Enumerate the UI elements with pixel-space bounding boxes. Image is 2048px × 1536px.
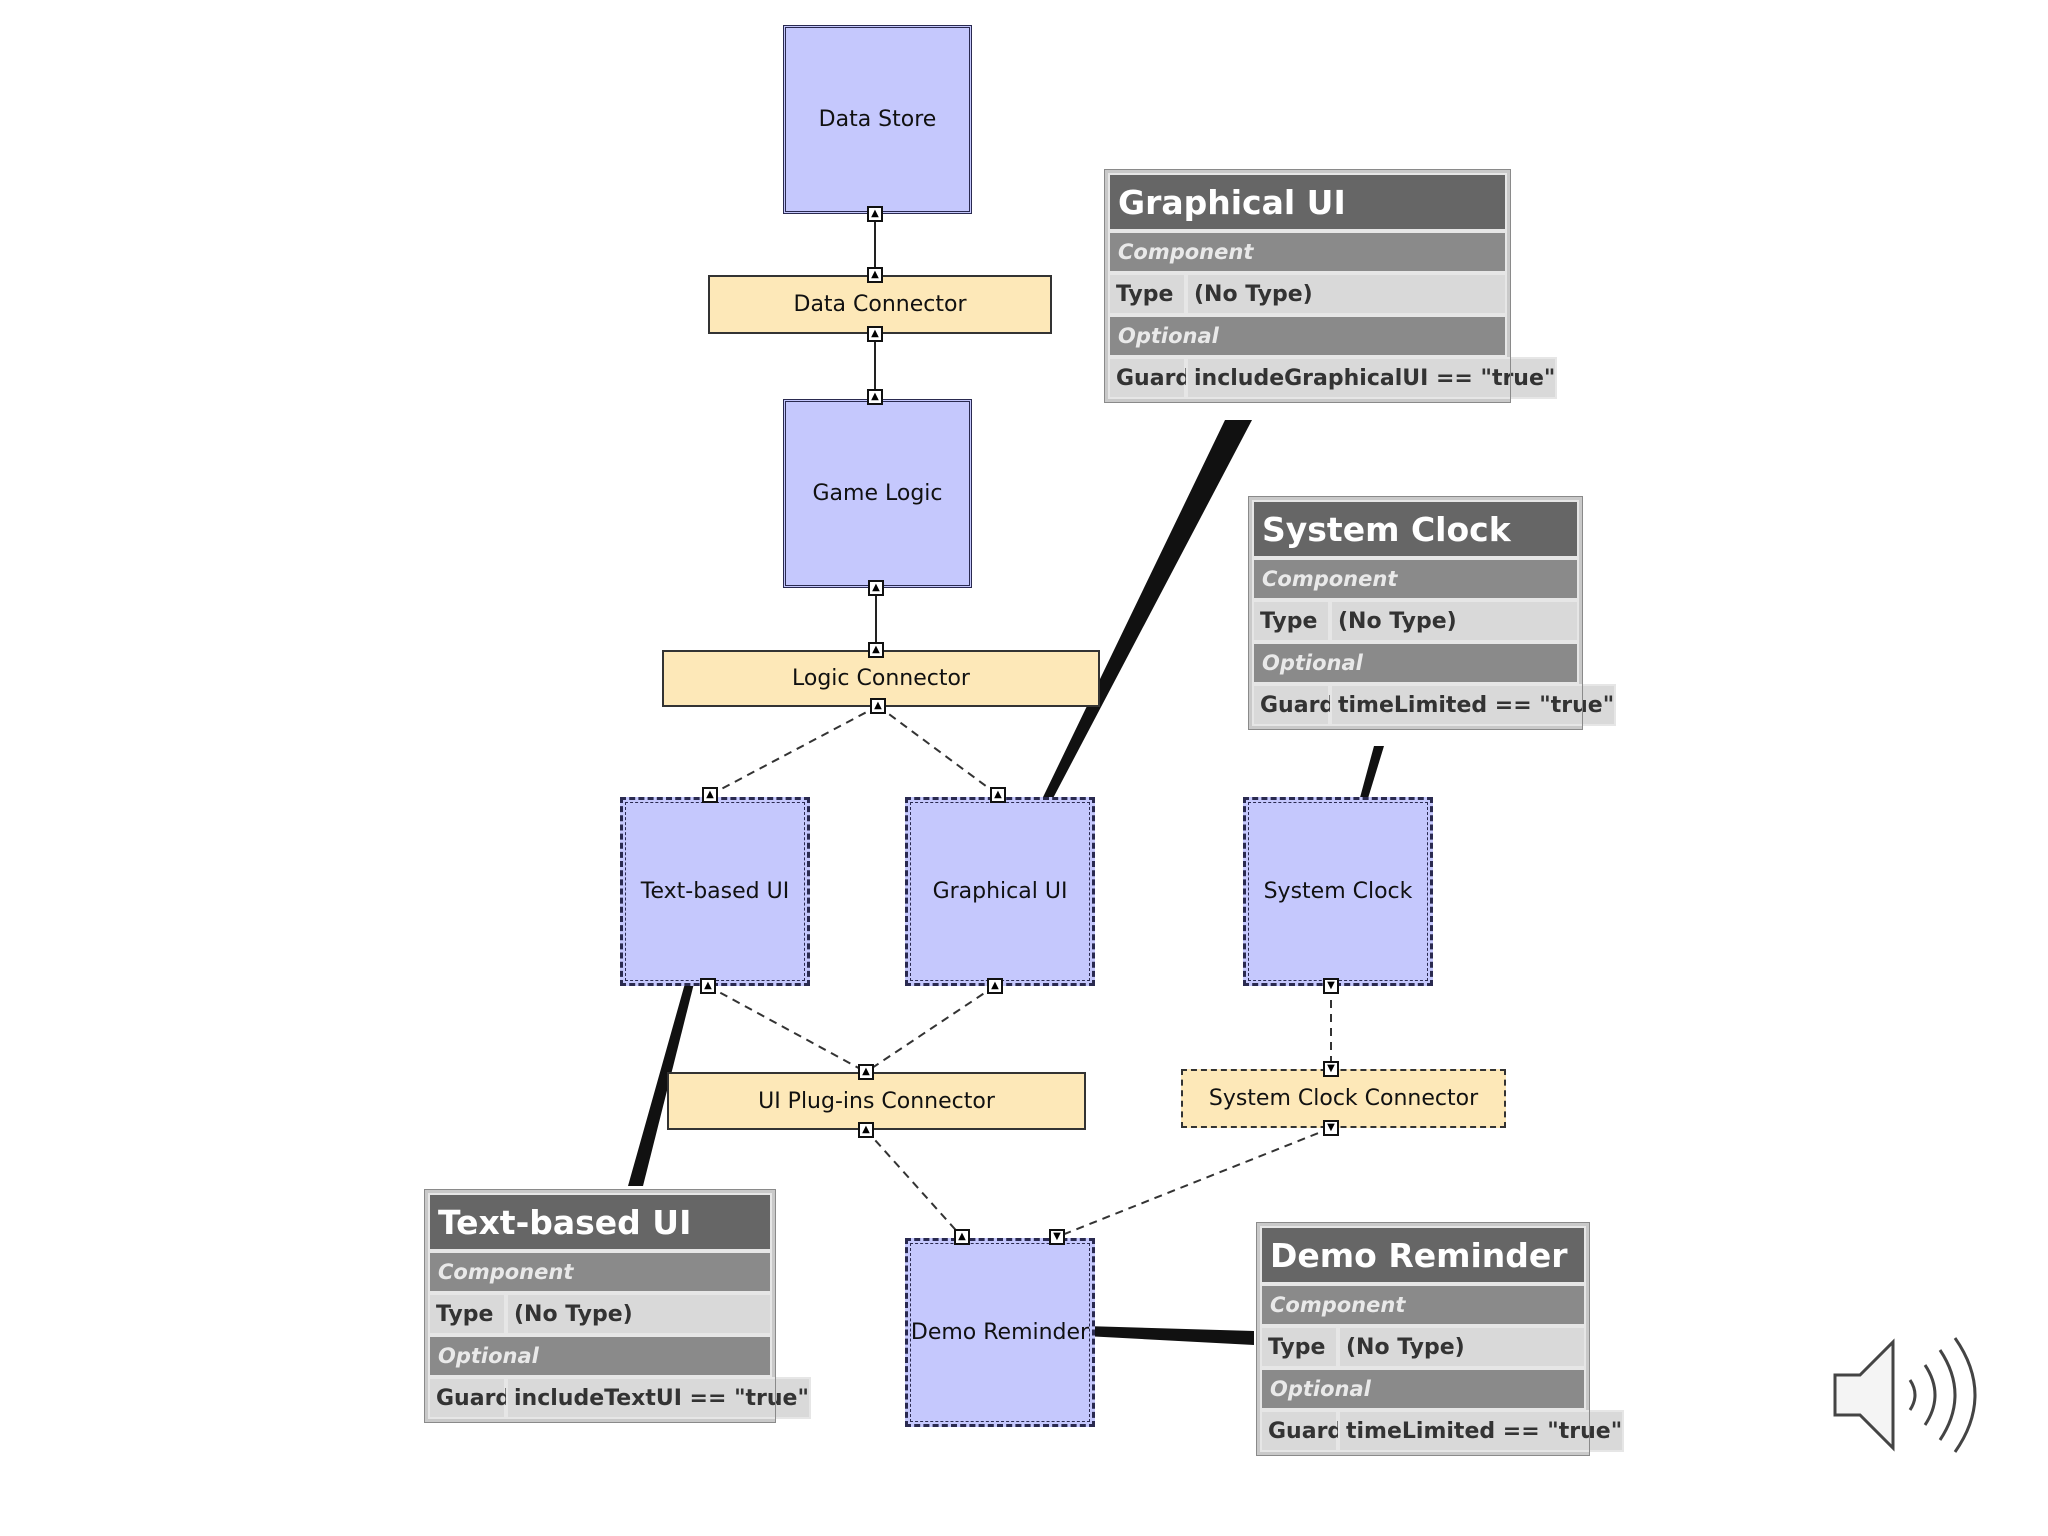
card-kind: Component — [1252, 558, 1579, 600]
card-kind: Component — [1108, 231, 1507, 273]
port-up-icon[interactable]: ▲ — [990, 787, 1006, 803]
card-optional: Optional — [1260, 1368, 1586, 1410]
connector-system-clock[interactable]: System Clock Connector — [1181, 1069, 1506, 1128]
port-up-icon[interactable]: ▲ — [867, 267, 883, 283]
card-key: Guard — [1252, 684, 1335, 726]
component-demo-reminder[interactable]: Demo Reminder — [905, 1238, 1095, 1427]
port-up-icon[interactable]: ▲ — [700, 978, 716, 994]
port-up-icon[interactable]: ▲ — [987, 978, 1003, 994]
component-label: Demo Reminder — [910, 1320, 1090, 1345]
speaker-icon[interactable] — [1830, 1330, 1990, 1460]
connector-label: Data Connector — [793, 292, 967, 317]
card-value: timeLimited == "true" — [1338, 1410, 1625, 1452]
card-graphical-ui: Graphical UI Component Type(No Type) Opt… — [1104, 169, 1558, 403]
card-key: Type — [1260, 1326, 1338, 1368]
port-up-icon[interactable]: ▲ — [870, 698, 886, 714]
card-title: Graphical UI — [1108, 173, 1507, 231]
card-value: (No Type) — [1338, 1326, 1586, 1368]
port-up-icon[interactable]: ▲ — [868, 642, 884, 658]
card-value: (No Type) — [1186, 273, 1507, 315]
card-title: System Clock — [1252, 500, 1579, 558]
link-graphicalui-uiplugins — [865, 985, 996, 1073]
card-optional: Optional — [428, 1335, 772, 1377]
connector-data[interactable]: Data Connector — [708, 275, 1052, 334]
link-logic-graphicalui — [877, 705, 999, 796]
card-value: includeTextUI == "true" — [506, 1377, 811, 1419]
link-uiplugins-demoreminder — [865, 1129, 963, 1238]
component-label: Graphical UI — [932, 879, 1068, 904]
connector-label: System Clock Connector — [1208, 1086, 1479, 1111]
port-down-icon[interactable]: ▼ — [1323, 978, 1339, 994]
card-demo-reminder: Demo Reminder Component Type(No Type) Op… — [1256, 1222, 1625, 1456]
card-title: Text-based UI — [428, 1193, 772, 1251]
card-row-type: Type(No Type) — [1260, 1326, 1586, 1368]
card-row-type: Type(No Type) — [1252, 600, 1579, 642]
component-data-store[interactable]: Data Store — [783, 25, 972, 214]
port-up-icon[interactable]: ▲ — [858, 1122, 874, 1138]
card-key: Guard — [1260, 1410, 1343, 1452]
component-label: Game Logic — [812, 481, 943, 506]
card-row-type: Type(No Type) — [1108, 273, 1507, 315]
card-optional: Optional — [1108, 315, 1507, 357]
component-label: Text-based UI — [640, 879, 790, 904]
port-up-icon[interactable]: ▲ — [867, 389, 883, 405]
component-system-clock[interactable]: System Clock — [1243, 797, 1433, 986]
card-text-based-ui: Text-based UI Component Type(No Type) Op… — [424, 1189, 811, 1423]
card-key: Type — [428, 1293, 506, 1335]
port-down-icon[interactable]: ▼ — [1323, 1061, 1339, 1077]
link-clockconnector-demoreminder — [1056, 1127, 1332, 1238]
component-graphical-ui[interactable]: Graphical UI — [905, 797, 1095, 986]
card-system-clock: System Clock Component Type(No Type) Opt… — [1248, 496, 1617, 730]
port-up-icon[interactable]: ▲ — [867, 326, 883, 342]
port-up-icon[interactable]: ▲ — [858, 1064, 874, 1080]
card-title: Demo Reminder — [1260, 1226, 1586, 1284]
card-key: Type — [1252, 600, 1330, 642]
link-textui-uiplugins — [707, 985, 867, 1073]
card-key: Type — [1108, 273, 1186, 315]
card-value: timeLimited == "true" — [1330, 684, 1617, 726]
link-logic-textui — [709, 705, 879, 796]
port-down-icon[interactable]: ▼ — [1049, 1229, 1065, 1245]
port-up-icon[interactable]: ▲ — [702, 787, 718, 803]
component-game-logic[interactable]: Game Logic — [783, 399, 972, 588]
card-optional: Optional — [1252, 642, 1579, 684]
card-value: (No Type) — [506, 1293, 772, 1335]
component-label: System Clock — [1263, 879, 1413, 904]
card-value: includeGraphicalUI == "true" — [1186, 357, 1558, 399]
leader-demo-reminder — [1085, 1326, 1254, 1345]
card-key: Guard — [1108, 357, 1191, 399]
connector-ui-plugins[interactable]: UI Plug-ins Connector — [667, 1072, 1086, 1130]
connector-label: UI Plug-ins Connector — [758, 1088, 995, 1114]
card-kind: Component — [1260, 1284, 1586, 1326]
card-value: (No Type) — [1330, 600, 1579, 642]
component-text-based-ui[interactable]: Text-based UI — [620, 797, 810, 986]
leader-graphical-ui — [1004, 420, 1252, 880]
component-label: Data Store — [818, 107, 937, 132]
port-up-icon[interactable]: ▲ — [867, 206, 883, 222]
port-down-icon[interactable]: ▼ — [1323, 1120, 1339, 1136]
card-key: Guard — [428, 1377, 511, 1419]
connector-label: Logic Connector — [792, 666, 970, 691]
port-up-icon[interactable]: ▲ — [868, 580, 884, 596]
port-up-icon[interactable]: ▲ — [954, 1229, 970, 1245]
card-row-type: Type(No Type) — [428, 1293, 772, 1335]
card-kind: Component — [428, 1251, 772, 1293]
